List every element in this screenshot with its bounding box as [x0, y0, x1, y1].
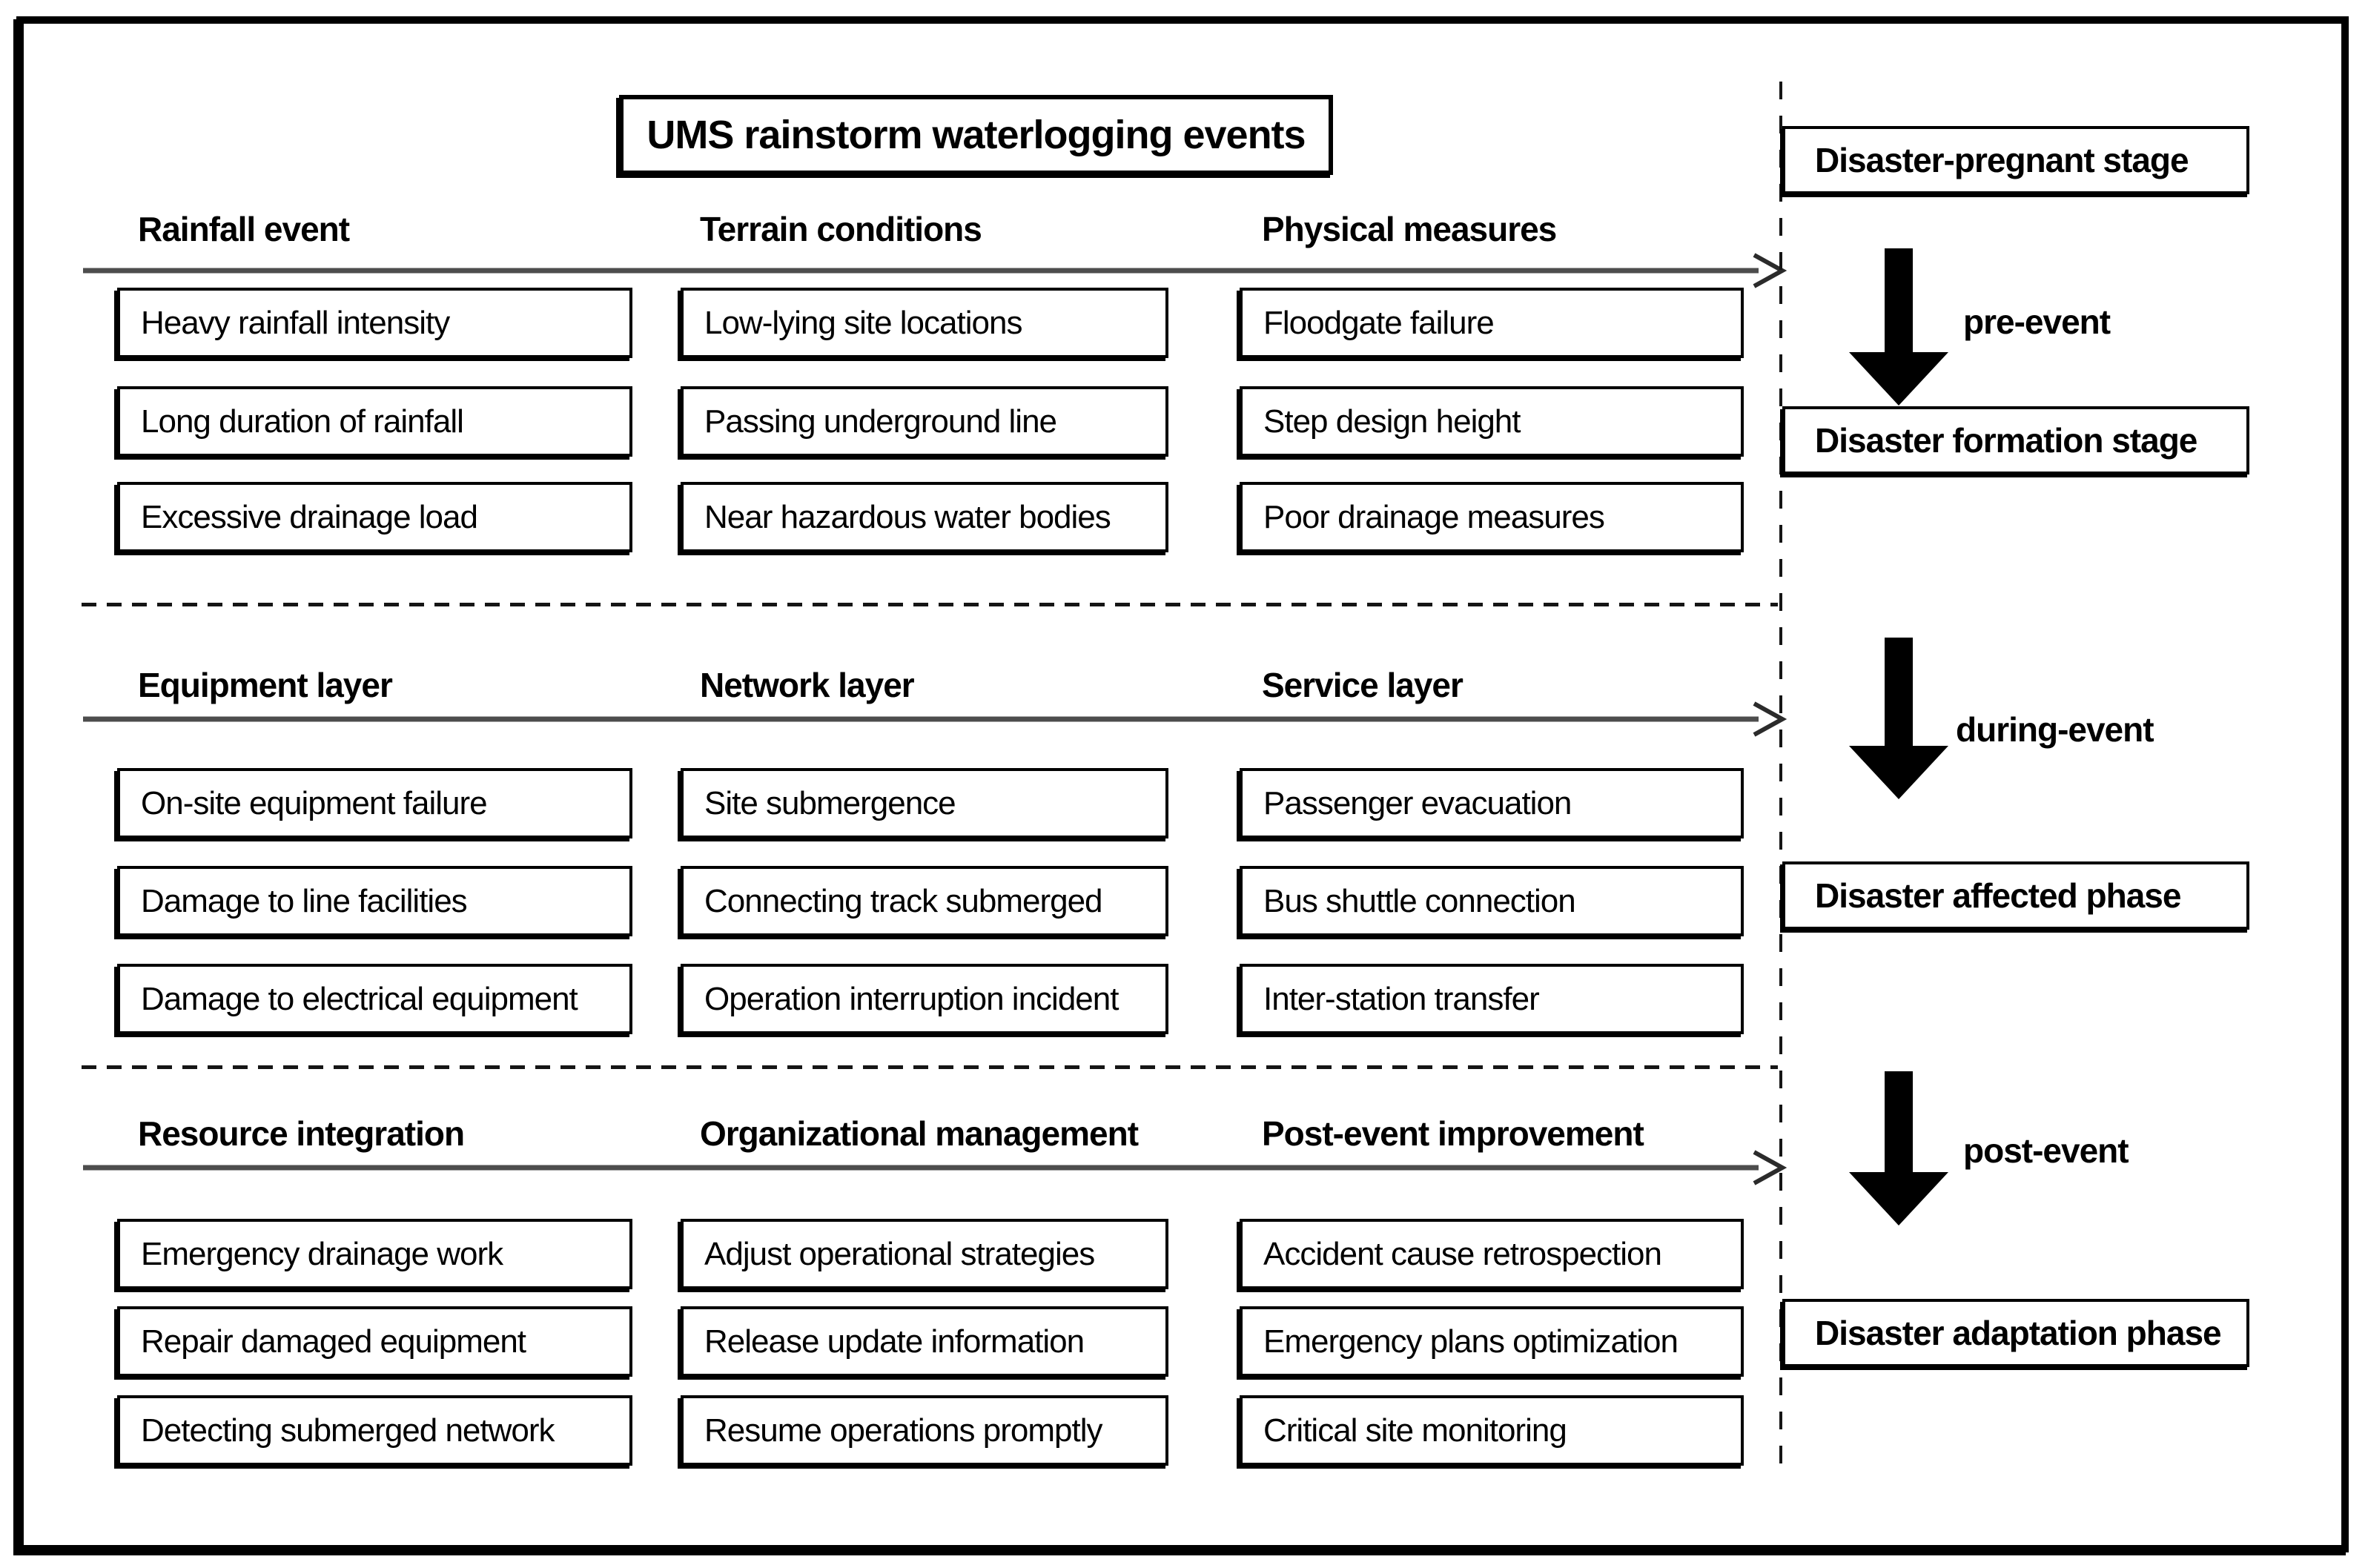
figure-border — [16, 16, 2349, 1552]
timeline-divider-dashed — [1779, 82, 1782, 1475]
factor-box: On-site equipment failure — [117, 768, 632, 838]
factor-label: Accident cause retrospection — [1263, 1235, 1662, 1272]
factor-box: Site submergence — [681, 768, 1168, 838]
factor-label: Operation interruption incident — [704, 980, 1119, 1017]
factor-label: Heavy rainfall intensity — [141, 304, 450, 341]
factor-box: Accident cause retrospection — [1240, 1219, 1744, 1289]
factor-box: Resume operations promptly — [681, 1395, 1168, 1466]
factor-label: Damage to line facilities — [141, 882, 468, 919]
right-arrow-icon — [83, 1150, 1787, 1185]
factor-label: Long duration of rainfall — [141, 403, 464, 440]
factor-box: Connecting track submerged — [681, 866, 1168, 936]
factor-label: Excessive drainage load — [141, 498, 478, 535]
factor-box: Near hazardous water bodies — [681, 482, 1168, 552]
section-divider-dashed — [82, 603, 1778, 606]
stage-box-disaster-affected: Disaster affected phase — [1782, 861, 2249, 930]
factor-label: Resume operations promptly — [704, 1412, 1102, 1449]
factor-box: Poor drainage measures — [1240, 482, 1744, 552]
stage-box-disaster-pregnant: Disaster-pregnant stage — [1782, 126, 2249, 194]
factor-label: Passing underground line — [704, 403, 1057, 440]
stage-label: Disaster-pregnant stage — [1815, 141, 2189, 179]
column-header-physical-measures: Physical measures — [1262, 210, 1557, 248]
factor-box: Damage to electrical equipment — [117, 964, 632, 1034]
factor-box: Floodgate failure — [1240, 288, 1744, 358]
stage-box-disaster-formation: Disaster formation stage — [1782, 406, 2249, 474]
phase-label-pre-event: pre-event — [1963, 302, 2111, 341]
phase-label-during-event: during-event — [1956, 710, 2154, 749]
factor-box: Passing underground line — [681, 386, 1168, 457]
right-arrow-icon — [83, 701, 1787, 737]
column-header-rainfall-event: Rainfall event — [138, 210, 350, 248]
column-header-service-layer: Service layer — [1262, 666, 1464, 704]
factor-label: Emergency drainage work — [141, 1235, 503, 1272]
column-header-terrain-conditions: Terrain conditions — [700, 210, 982, 248]
factor-box: Release update information — [681, 1306, 1168, 1377]
right-arrow-icon — [83, 253, 1787, 288]
factor-label: Damage to electrical equipment — [141, 980, 578, 1017]
factor-box: Inter-station transfer — [1240, 964, 1744, 1034]
factor-label: Connecting track submerged — [704, 882, 1103, 919]
column-header-network-layer: Network layer — [700, 666, 915, 704]
factor-label: Critical site monitoring — [1263, 1412, 1567, 1449]
stage-label: Disaster affected phase — [1815, 876, 2181, 915]
column-header-organizational-management: Organizational management — [700, 1114, 1139, 1153]
factor-label: Poor drainage measures — [1263, 498, 1605, 535]
factor-box: Repair damaged equipment — [117, 1306, 632, 1377]
stage-label: Disaster adaptation phase — [1815, 1314, 2222, 1352]
factor-label: On-site equipment failure — [141, 784, 488, 821]
factor-box: Long duration of rainfall — [117, 386, 632, 457]
factor-box: Emergency plans optimization — [1240, 1306, 1744, 1377]
factor-box: Adjust operational strategies — [681, 1219, 1168, 1289]
factor-box: Heavy rainfall intensity — [117, 288, 632, 358]
factor-label: Emergency plans optimization — [1263, 1323, 1679, 1360]
column-header-resource-integration: Resource integration — [138, 1114, 465, 1153]
factor-label: Adjust operational strategies — [704, 1235, 1095, 1272]
factor-box: Operation interruption incident — [681, 964, 1168, 1034]
factor-label: Release update information — [704, 1323, 1085, 1360]
factor-label: Bus shuttle connection — [1263, 882, 1576, 919]
section-divider-dashed — [82, 1065, 1778, 1069]
factor-label: Inter-station transfer — [1263, 980, 1540, 1017]
stage-label: Disaster formation stage — [1815, 421, 2197, 460]
column-header-equipment-layer: Equipment layer — [138, 666, 393, 704]
title-box: UMS rainstorm waterlogging events — [619, 95, 1333, 175]
factor-label: Passenger evacuation — [1263, 784, 1572, 821]
phase-label-post-event: post-event — [1963, 1131, 2129, 1170]
factor-box: Bus shuttle connection — [1240, 866, 1744, 936]
stage-box-disaster-adaptation: Disaster adaptation phase — [1782, 1299, 2249, 1367]
factor-box: Excessive drainage load — [117, 482, 632, 552]
factor-box: Low-lying site locations — [681, 288, 1168, 358]
factor-label: Near hazardous water bodies — [704, 498, 1111, 535]
factor-box: Passenger evacuation — [1240, 768, 1744, 838]
column-header-post-event-improvement: Post-event improvement — [1262, 1114, 1644, 1153]
factor-label: Floodgate failure — [1263, 304, 1495, 341]
factor-box: Critical site monitoring — [1240, 1395, 1744, 1466]
factor-label: Detecting submerged network — [141, 1412, 555, 1449]
factor-label: Repair damaged equipment — [141, 1323, 526, 1360]
factor-label: Site submergence — [704, 784, 956, 821]
factor-box: Detecting submerged network — [117, 1395, 632, 1466]
factor-box: Emergency drainage work — [117, 1219, 632, 1289]
factor-box: Step design height — [1240, 386, 1744, 457]
figure-title: UMS rainstorm waterlogging events — [646, 113, 1306, 157]
factor-box: Damage to line facilities — [117, 866, 632, 936]
factor-label: Low-lying site locations — [704, 304, 1022, 341]
factor-label: Step design height — [1263, 403, 1521, 440]
